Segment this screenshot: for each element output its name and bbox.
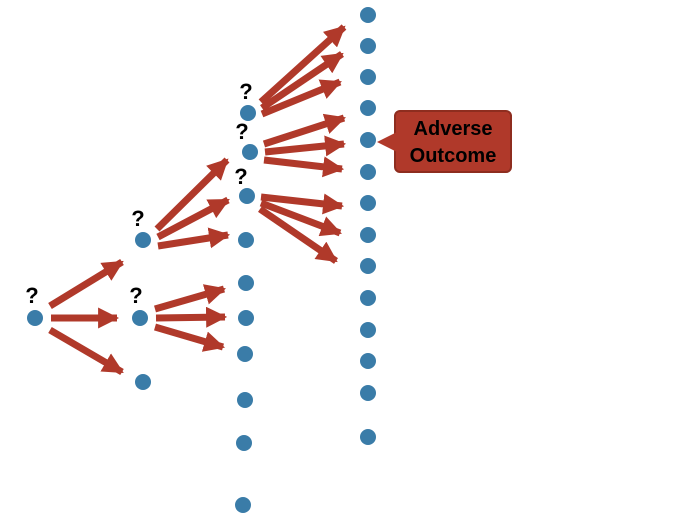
node-dot (236, 435, 252, 451)
node-dot (360, 164, 376, 180)
node-dot (360, 69, 376, 85)
question-mark: ? (239, 79, 252, 104)
node-dot (360, 132, 376, 148)
node-dot (238, 310, 254, 326)
node-dot (360, 385, 376, 401)
node-dot (27, 310, 43, 326)
node-dot (360, 353, 376, 369)
pathway-arrow (262, 113, 346, 148)
node-dot (135, 374, 151, 390)
node-dot (240, 105, 256, 121)
pathway-arrow (259, 199, 342, 237)
node-dot (360, 290, 376, 306)
pathway-arrow (157, 227, 231, 250)
pathway-arrow (264, 135, 347, 157)
question-mark: ? (25, 283, 38, 308)
question-mark: ? (235, 119, 248, 144)
pathway-arrow (258, 206, 338, 264)
adverse-outcome-callout: Adverse Outcome (377, 110, 512, 173)
pathway-arrow (260, 78, 342, 118)
node-dot (238, 232, 254, 248)
callout-tail (377, 132, 397, 152)
node-dot (360, 38, 376, 54)
node-dot (135, 232, 151, 248)
node-dot (360, 429, 376, 445)
pathway-arrow (154, 284, 227, 313)
pathway-arrow (154, 157, 230, 232)
question-mark: ? (131, 206, 144, 231)
node-dot (132, 310, 148, 326)
pathway-arrow (48, 259, 124, 309)
pathway-arrow (48, 326, 124, 376)
node-dot (235, 497, 251, 513)
pathway-arrow (156, 196, 230, 241)
pathway-arrow (154, 323, 226, 352)
question-mark: ? (234, 164, 247, 189)
node-dot (239, 188, 255, 204)
pathway-arrow (155, 306, 228, 328)
node-dot (360, 227, 376, 243)
callout-line1: Adverse (413, 118, 493, 140)
node-dot (360, 322, 376, 338)
node-dot (360, 195, 376, 211)
node-dot (237, 392, 253, 408)
node-dot (360, 7, 376, 23)
node-dot (242, 144, 258, 160)
question-mark: ? (129, 283, 142, 308)
callout-line2: Outcome (409, 145, 497, 167)
pathway-arrow (260, 51, 344, 111)
node-dot (237, 346, 253, 362)
node-dot (360, 100, 376, 116)
pathway-arrow (260, 193, 345, 215)
pathway-arrow (263, 156, 345, 178)
pathway-arrow (258, 24, 347, 105)
node-dot (360, 258, 376, 274)
node-dot (238, 275, 254, 291)
